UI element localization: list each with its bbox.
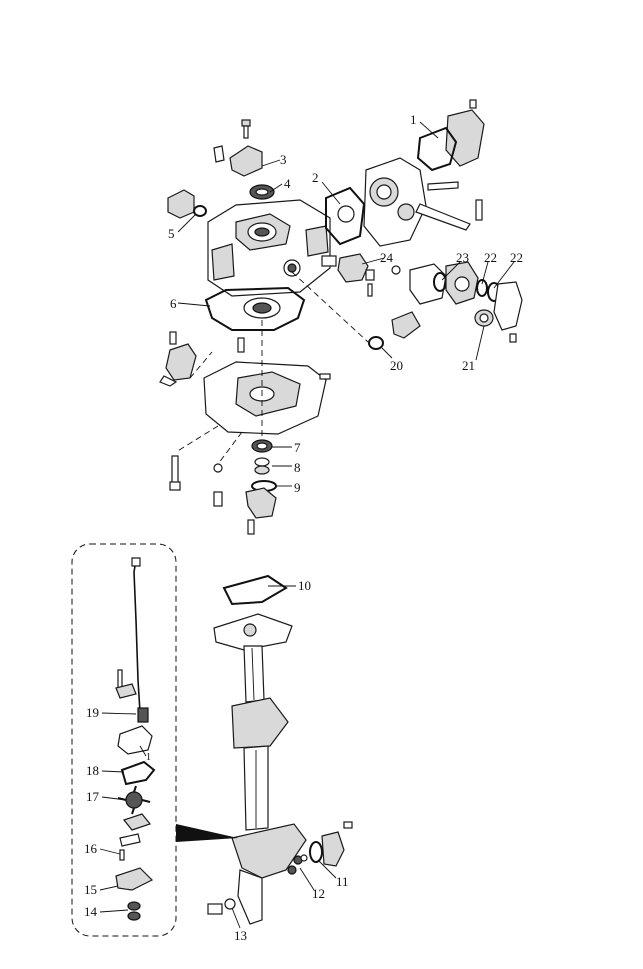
powerhead-assembly [159,99,523,535]
part-1-cover [416,99,485,172]
callout-23: 23 [456,250,469,265]
part-14-seals [127,901,141,911]
skeg [237,869,263,925]
part-19-grommet [137,707,149,723]
part-10-gasket [222,574,288,606]
part-2-gasket [325,186,366,246]
cylinder-head [363,157,483,247]
callout-5: 5 [168,226,175,241]
callout-inset-1: 1 [146,752,151,763]
fuel-filter [391,311,421,339]
water-tube [133,559,141,713]
callout-12: 12 [312,886,325,901]
pin-top-left [213,145,225,163]
part-3-bracket [229,145,263,177]
lower-leader-lines [231,585,337,929]
cylinder-block [207,199,331,297]
part-21-ring [474,309,494,327]
callout-24: 24 [380,250,394,265]
part-6-gasket [204,286,306,331]
prop-hub [321,831,345,867]
callout-10: 10 [298,578,311,593]
callout-22-a: 22 [484,250,497,265]
lower-unit-assembly [176,574,353,925]
part-18-gasket [120,760,156,786]
callout-6: 6 [170,296,177,311]
callout-20: 20 [390,358,403,373]
upper-leader-lines [175,121,515,487]
part-11-oring [309,841,323,863]
callout-18: 18 [86,763,99,778]
callout-labels: 1 2 3 4 5 6 7 8 9 10 11 12 13 14 15 16 1… [84,112,523,943]
inset-border [71,543,177,937]
callout-8: 8 [294,460,301,475]
part-23-carburetor [409,261,479,305]
callout-14: 14 [84,904,98,919]
callout-4: 4 [284,176,291,191]
pump-housing [117,725,153,755]
part-17-impeller [117,785,151,815]
callout-2: 2 [312,170,319,185]
callout-19: 19 [86,705,99,720]
callout-22-b: 22 [510,250,523,265]
water-pump-inset [71,543,177,937]
callout-15: 15 [84,882,97,897]
callout-16: 16 [84,841,98,856]
part-24-assembly [321,253,401,297]
cavitation-plate [231,697,289,749]
inset-pointer [176,824,238,842]
callout-17: 17 [86,789,100,804]
gearcase [231,823,307,879]
callout-9: 9 [294,480,301,495]
part-20-oring [368,336,384,350]
top-bolt [241,119,251,139]
part-5-housing [167,189,207,219]
lower-bolts [169,455,255,535]
callout-7: 7 [294,440,301,455]
lower-crankcase [203,337,331,435]
part-8-ring [254,457,270,467]
lower-bracket [245,487,277,519]
part-22-intake [476,279,523,343]
part-16-pin [119,849,125,861]
callout-13: 13 [234,928,247,943]
part-15-plate [115,867,154,891]
callout-21: 21 [462,358,475,373]
callout-3: 3 [280,152,287,167]
part-13-bolt [207,903,223,915]
callout-1: 1 [410,112,417,127]
callout-11: 11 [336,874,349,889]
